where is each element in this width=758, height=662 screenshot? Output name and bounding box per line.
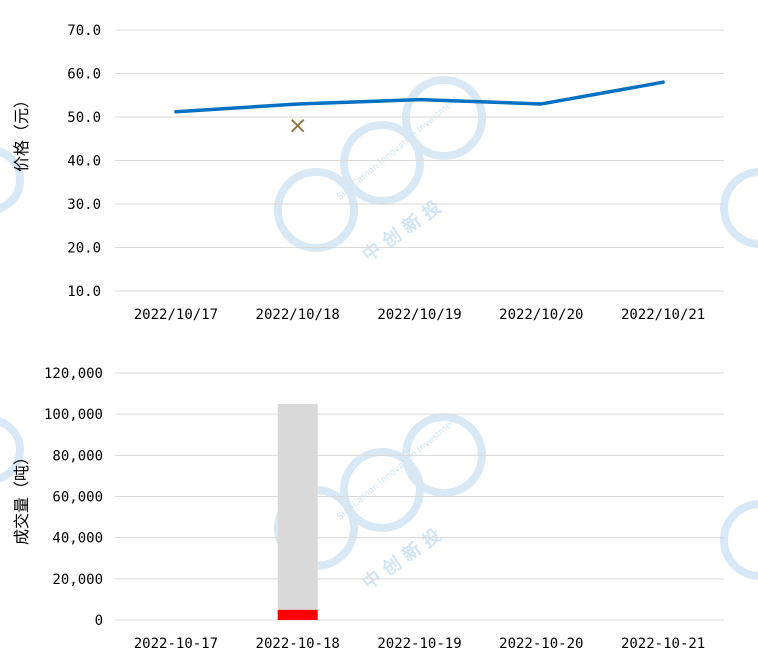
x-tick-label: 2022-10-20 [499,636,583,652]
x-tick-label: 2022-10-21 [621,636,705,652]
y-tick-label: 80,000 [52,448,103,464]
y-tick-label: 20.0 [67,241,101,257]
y-tick-label: 50.0 [67,110,101,126]
x-tick-label: 2022/10/21 [621,307,705,323]
y-axis-label-volume: 成交量（吨） [12,449,31,545]
x-tick-label: 2022-10-18 [256,636,340,652]
y-tick-label: 10.0 [67,284,101,300]
x-tick-label: 2022-10-17 [134,636,218,652]
y-axis-label-price: 价格（元） [12,92,31,172]
volume-bar-segment [277,609,318,620]
svg-text:SinoCamon Innovation Investmen: SinoCamon Innovation Investment [336,94,462,202]
y-tick-label: 60.0 [67,67,101,83]
y-tick-label: 40,000 [52,531,103,547]
y-tick-label: 40.0 [67,154,101,170]
volume-bar-segment [277,403,318,610]
y-tick-label: 20,000 [52,572,103,588]
svg-text:中 创 新 投: 中 创 新 投 [358,524,445,594]
x-tick-label: 2022/10/18 [256,307,340,323]
price-line [174,80,665,114]
x-tick-label: 2022/10/20 [499,307,583,323]
y-tick-label: 0 [95,613,103,629]
volume-bar-chart: 120,000100,00080,00060,00040,00020,0000 … [12,366,724,652]
y-tick-label: 120,000 [44,366,103,382]
price-line-chart: 70.0 60.0 50.0 40.0 30.0 20.0 10.0 2022/10/17 2… [12,23,724,323]
svg-text:中 创 新 投: 中 创 新 投 [358,196,445,266]
y-tick-label: 70.0 [67,23,101,39]
y-tick-label: 30.0 [67,197,101,213]
y-tick-label: 60,000 [52,490,103,506]
x-marker-point [290,118,305,133]
x-tick-label: 2022-10-19 [377,636,461,652]
x-tick-label: 2022/10/17 [134,307,218,323]
watermark-logo: 中 创 新 投 中 创 新 投 SinoCamon Innovation Inv… [0,76,758,594]
x-tick-label: 2022/10/19 [377,307,461,323]
y-tick-label: 100,000 [44,407,103,423]
